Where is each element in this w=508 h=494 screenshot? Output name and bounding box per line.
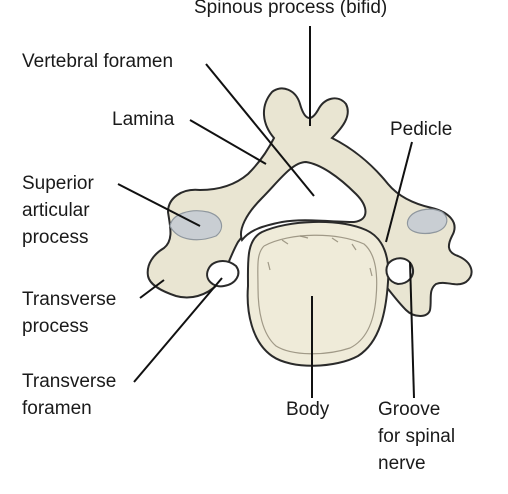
leader-groove-for-spinal-nerve bbox=[409, 261, 415, 399]
vertebral-foramen-opening bbox=[240, 160, 367, 242]
label-superior-articular-process: Superior articular process bbox=[22, 173, 94, 248]
label-groove-for-spinal-nerve: Groove for spinal nerve bbox=[378, 399, 456, 474]
leader-pedicle bbox=[385, 141, 413, 243]
label-lamina: Lamina bbox=[112, 109, 175, 130]
vertebral-body bbox=[246, 220, 390, 367]
leader-vertebral-foramen bbox=[205, 63, 315, 197]
body-texture-a bbox=[267, 235, 373, 277]
label-vertebral-foramen: Vertebral foramen bbox=[22, 51, 174, 72]
label-body: Body bbox=[286, 399, 330, 420]
body-rim-shading bbox=[257, 234, 378, 355]
right-articular-facet bbox=[406, 208, 448, 235]
label-spinous-process: Spinous process (bifid) bbox=[194, 0, 388, 18]
left-transverse-foramen bbox=[206, 260, 240, 288]
label-transverse-foramen: Transverse foramen bbox=[22, 371, 117, 419]
leader-transverse-process bbox=[139, 279, 165, 299]
leader-superior-articular-process bbox=[117, 183, 201, 227]
leader-lamina bbox=[189, 119, 267, 165]
label-transverse-process: Transverse process bbox=[22, 289, 117, 337]
leader-transverse-foramen bbox=[133, 277, 223, 383]
label-pedicle: Pedicle bbox=[390, 119, 453, 140]
